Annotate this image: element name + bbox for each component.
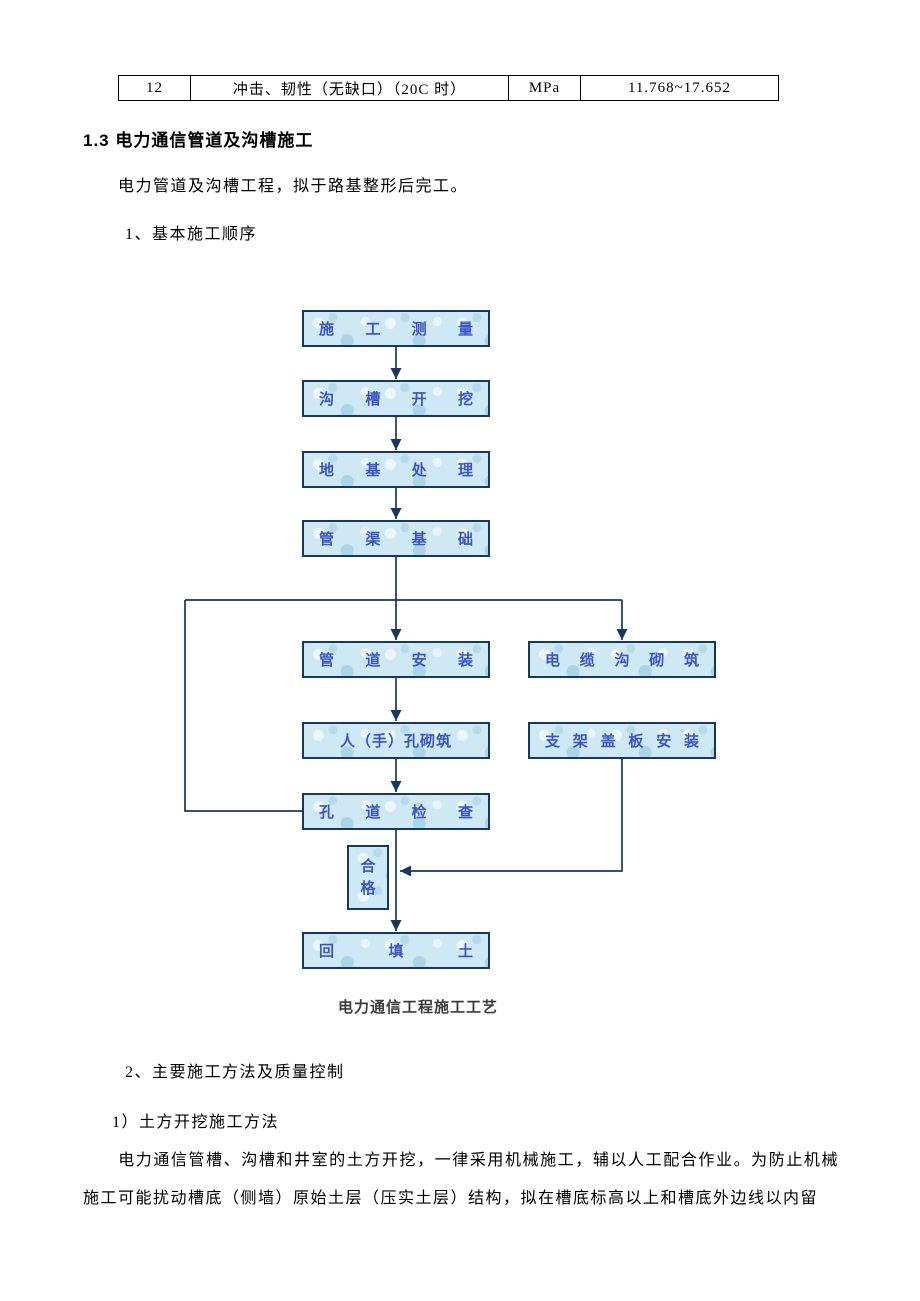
flow-node-duct-inspection: 孔道检查 [302, 793, 490, 830]
flow-node-foundation-treatment: 地基处理 [302, 451, 490, 488]
flow-node-label: 电缆沟砌筑 [545, 652, 699, 669]
flow-node-label: 回填土 [319, 943, 473, 960]
list-item-basic-sequence: 1、基本施工顺序 [125, 226, 258, 243]
flowchart-caption: 电力通信工程施工工艺 [337, 999, 498, 1016]
list-item-main-methods: 2、主要施工方法及质量控制 [125, 1064, 345, 1081]
flow-node-manhole-masonry: 人（手）孔砌筑 [302, 722, 490, 759]
table-cell-no: 12 [118, 75, 191, 101]
flow-node-label: 合格 [360, 857, 376, 897]
flow-node-qualified: 合格 [347, 845, 389, 910]
flow-node-trench-excavation: 沟槽开挖 [302, 380, 490, 417]
flow-node-label: 管道安装 [319, 652, 473, 669]
table-cell-value: 11.768~17.652 [580, 75, 779, 101]
flow-node-construction-survey: 施工测量 [302, 310, 490, 347]
intro-paragraph: 电力管道及沟槽工程，拟于路基整形后完工。 [118, 178, 469, 195]
flow-node-label: 支架盖板安装 [545, 733, 699, 750]
section-heading: 1.3 电力通信管道及沟槽施工 [83, 131, 314, 150]
sub-item-earth-excavation: 1）土方开挖施工方法 [112, 1114, 280, 1131]
flow-node-label: 孔道检查 [319, 804, 473, 821]
table-row: 12 冲击、韧性（无缺口）（20C 时） MPa 11.768~17.652 [118, 75, 779, 101]
flow-node-label: 施工测量 [319, 321, 473, 338]
flow-node-pipe-installation: 管道安装 [302, 641, 490, 678]
spec-table: 12 冲击、韧性（无缺口）（20C 时） MPa 11.768~17.652 [118, 75, 779, 101]
flow-node-label: 沟槽开挖 [319, 391, 473, 408]
flow-node-pipe-channel-base: 管渠基础 [302, 520, 490, 557]
flow-node-label: 管渠基础 [319, 531, 473, 548]
flow-node-bracket-cover-installation: 支架盖板安装 [528, 722, 716, 759]
flow-node-backfill: 回填土 [302, 932, 490, 969]
flow-node-label: 人（手）孔砌筑 [339, 733, 452, 750]
table-cell-unit: MPa [508, 75, 581, 101]
flow-node-cable-trench-masonry: 电缆沟砌筑 [528, 641, 716, 678]
table-cell-item: 冲击、韧性（无缺口）（20C 时） [190, 75, 509, 101]
body-paragraph: 电力通信管槽、沟槽和井室的土方开挖，一律采用机械施工，辅以人工配合作业。为防止机… [83, 1152, 839, 1207]
flow-node-label: 地基处理 [319, 462, 473, 479]
